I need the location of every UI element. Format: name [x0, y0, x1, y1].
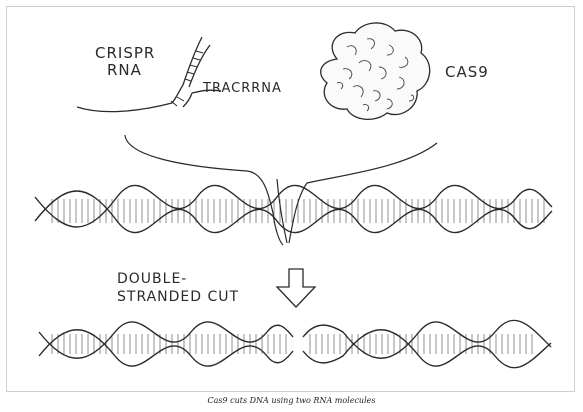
label-cas9: CAS9 [445, 63, 489, 81]
crispr-rna-strand [76, 36, 222, 113]
rna-base-pairs [170, 50, 204, 107]
dna-lower-left [38, 321, 294, 367]
label-crispr: CRISPR [95, 44, 155, 62]
dna-lower-right [302, 319, 552, 369]
label-stranded-cut: STRANDED CUT [117, 289, 239, 305]
down-arrow [275, 268, 317, 308]
guide-lines [124, 134, 438, 246]
label-tracrrna: TRACRRNA [202, 81, 282, 96]
label-double: DOUBLE- [117, 271, 187, 287]
dna-upper [34, 184, 553, 234]
label-rna: RNA [107, 61, 142, 79]
cas9-protein [320, 22, 431, 120]
cas9-diagram: CRISPR RNA TRACRRNA CAS9 DOUBLE- STRANDE… [34, 22, 553, 369]
figure-caption: Cas9 cuts DNA using two RNA molecules [207, 396, 376, 405]
